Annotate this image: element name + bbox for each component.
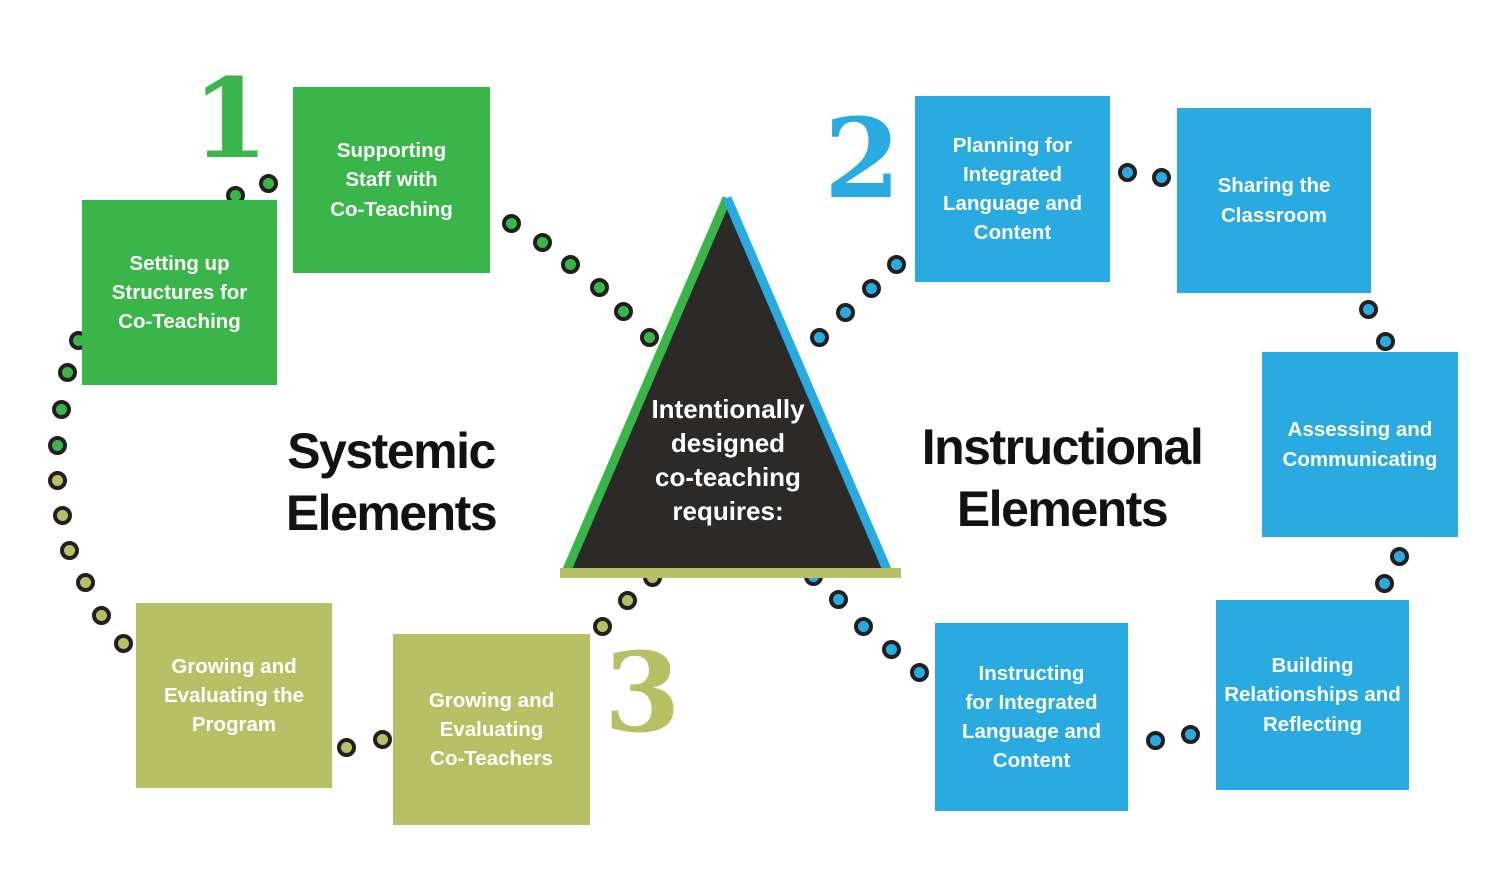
path-dot [1389,546,1409,566]
path-dot [501,213,521,233]
path-dot [828,589,848,609]
path-dot [336,737,356,757]
path-dot [853,616,873,636]
step-number-1: 1 [192,54,269,183]
path-dot [258,173,278,193]
instructional-elements-heading: Instructional Elements [921,419,1204,537]
path-dot [589,277,609,297]
triangle-fill [566,198,888,572]
path-dot [1151,167,1171,187]
box-supporting-staff: Supporting Staff with Co-Teaching [293,87,490,273]
path-dot [57,362,77,382]
path-dot [372,729,392,749]
box-sharing-classroom: Sharing the Classroom [1177,108,1371,293]
box-growing-program: Growing and Evaluating the Program [136,603,332,788]
box-building-relationships: Building Relationships and Reflecting [1216,600,1409,790]
path-dot [592,616,612,636]
path-dot [639,327,659,347]
path-dot [881,639,901,659]
path-dot [617,590,637,610]
path-dot [886,254,906,274]
step-number-3: 3 [604,628,681,757]
path-dot [51,399,71,419]
triangle-caption: Intentionally designed co-teaching requi… [651,394,805,526]
box-growing-coteachers: Growing and Evaluating Co-Teachers [393,634,590,825]
step-number-2: 2 [824,94,901,223]
box-planning-integrated: Planning for Integrated Language and Con… [915,96,1110,282]
path-dot [809,327,829,347]
path-dot [560,254,580,274]
path-dot [1374,573,1394,593]
path-dot [1180,724,1200,744]
triangle-left-edge [561,196,732,574]
path-dot [909,662,929,682]
path-dot [1375,331,1395,351]
path-dot [1117,162,1137,182]
path-dot [113,633,133,653]
path-dot [861,278,881,298]
path-dot [75,572,95,592]
path-dot [532,232,552,252]
box-instructing-integrated: Instructing for Integrated Language and … [935,623,1128,811]
triangle-right-edge [722,196,893,574]
box-setting-up-structures: Setting up Structures for Co-Teaching [82,200,277,385]
path-dot [52,505,72,525]
path-dot [613,301,633,321]
path-dot [91,605,111,625]
path-dot [47,435,67,455]
systemic-elements-heading: Systemic Elements [285,423,498,541]
box-assessing-communicating: Assessing and Communicating [1262,352,1458,537]
path-dot [1358,299,1378,319]
path-dot [835,302,855,322]
path-dot [1145,730,1165,750]
path-dot [59,540,79,560]
triangle-base-bar [560,568,901,578]
path-dot [47,470,67,490]
